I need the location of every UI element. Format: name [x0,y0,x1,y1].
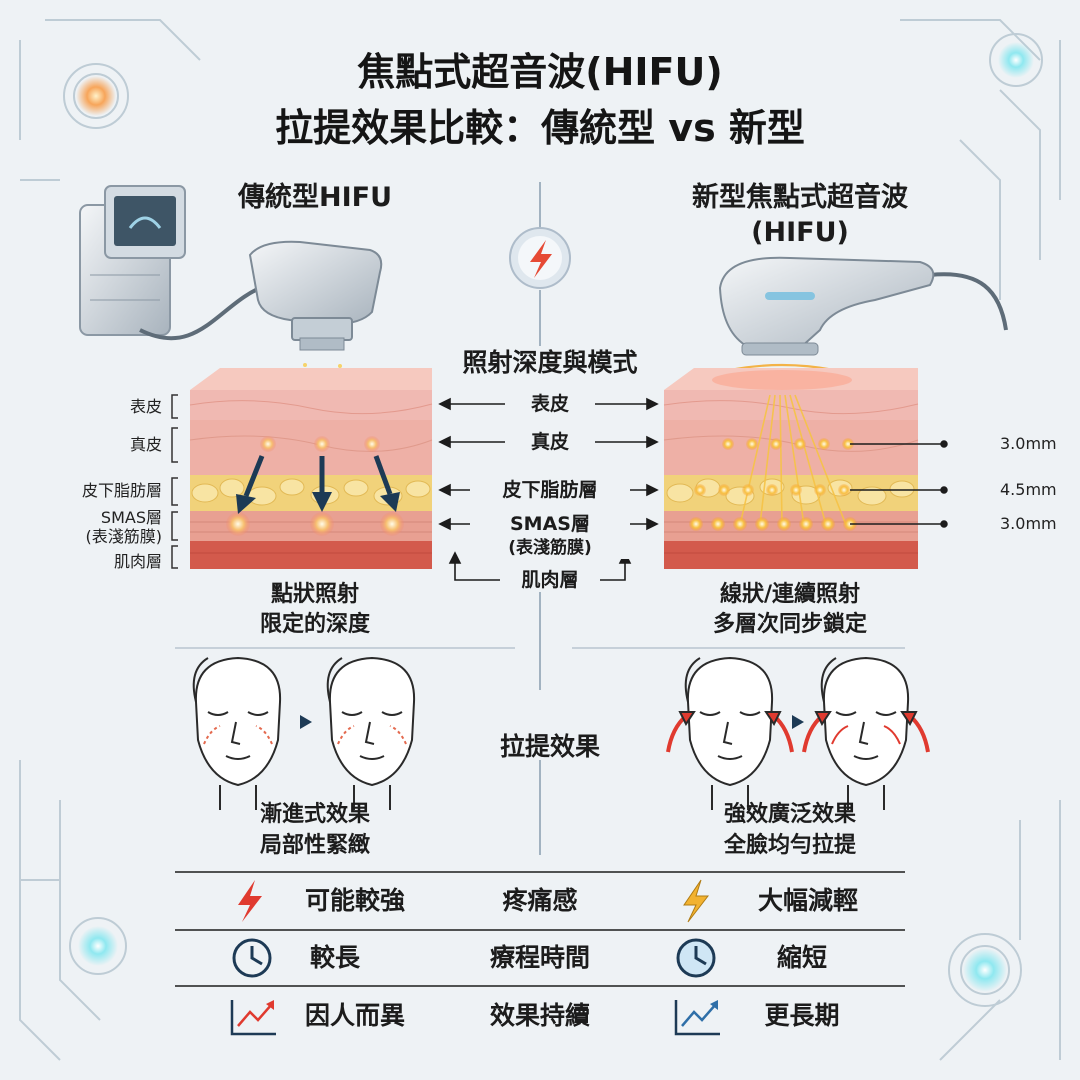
focal-point-fat [766,484,778,496]
center-layer-fat: 皮下脂肪層 [470,479,630,501]
face-illustrations [192,656,930,810]
focal-point-fat [790,484,802,496]
focal-point-dermis [818,438,830,450]
center-layer-smas: SMAS層 [470,513,630,535]
clock-icon [676,938,716,978]
focal-point-dermis [794,438,806,450]
focal-point-smas [821,517,835,531]
page-subtitle: 拉提效果比較：傳統型 vs 新型 [275,106,805,150]
depth-label: 4.5mm [1000,480,1057,499]
new-heading-sub: (HIFU) [751,217,849,248]
focal-point-fat [718,484,730,496]
focal-point-dermis [842,438,854,450]
table-lines [175,871,905,987]
new-skin-block [663,368,919,569]
focal-point-dermis [770,438,782,450]
layer-label-smas-sub: (表淺筋膜) [85,527,163,546]
cyan-glow-icon [998,42,1034,78]
focal-point-fat [814,484,826,496]
pain-label: 疼痛感 [502,886,578,915]
traditional-device-illustration [79,185,383,351]
pain-new: 大幅減輕 [757,886,858,915]
center-layer-muscle: 肌肉層 [500,569,600,591]
traditional-effect-2: 局部性緊緻 [259,833,370,858]
trend-up-icon [674,1000,720,1036]
lightning-bolt-icon [683,879,710,923]
new-mode-caption-2: 多層次同步鎖定 [712,612,867,637]
lightning-emblem-icon [509,227,571,289]
time-traditional: 較長 [309,943,360,972]
traditional-effect: 漸進式效果 [259,802,370,827]
cyan-glow-icon [963,948,1007,992]
new-focal-points [689,438,857,531]
focal-point-smas [733,517,747,531]
focal-point-smas [777,517,791,531]
duration-label: 效果持續 [489,1001,590,1030]
page-title: 焦點式超音波(HIFU) [357,50,723,94]
focal-point-smas [689,517,703,531]
layer-label-smas: SMAS層 [100,508,162,527]
depth-leader-lines [850,440,948,528]
face-icon [192,656,282,810]
layer-label-fat: 皮下脂肪層 [81,481,162,500]
face-icon [820,656,910,810]
layer-brackets [171,394,178,569]
new-effect: 強效廣泛效果 [723,802,856,827]
clock-icon [232,938,272,978]
section-title-lift: 拉提效果 [499,732,600,761]
depth-label: 3.0mm [1000,514,1057,533]
focal-point-smas [799,517,813,531]
center-layer-smas-sub: (表淺筋膜) [470,537,630,559]
traditional-skin-block [189,368,433,569]
focal-point-fat [694,484,706,496]
traditional-depth-arrows [236,455,400,514]
energy-beam [784,394,805,526]
traditional-heading: 傳統型HIFU [237,182,392,213]
lightning-bolt-icon [238,880,262,922]
duration-traditional: 因人而異 [304,1001,405,1030]
lift-arrows [666,711,930,753]
face-transition-arrows [300,715,804,729]
time-new: 縮短 [776,943,827,972]
pain-traditional: 可能較強 [304,886,405,915]
circuit-decoration [19,19,1061,1061]
focal-point-fat [838,484,850,496]
new-device-illustration [718,256,1008,356]
new-mode-caption: 線狀/連續照射 [719,582,861,607]
section-title-mode: 照射深度與模式 [462,348,638,377]
layer-label-dermis: 真皮 [129,435,162,454]
energy-beam [779,394,783,526]
traditional-focal-points [226,436,404,536]
layer-label-muscle: 肌肉層 [113,552,162,571]
new-energy-beams [739,394,847,526]
focal-point-smas [711,517,725,531]
new-effect-2: 全臉均勻拉提 [723,833,856,858]
energy-beam [789,394,827,526]
traditional-mode-caption: 點狀照射 [270,582,359,607]
traditional-mode-caption-2: 限定的深度 [259,612,370,637]
depth-label: 3.0mm [1000,434,1057,453]
duration-new: 更長期 [764,1001,840,1030]
time-label: 療程時間 [489,943,590,972]
layer-label-epidermis: 表皮 [129,397,162,416]
cyan-glow-icon [78,926,118,966]
face-icon [326,656,416,810]
energy-beam [794,394,847,526]
energy-beam [739,394,771,526]
trend-up-icon [230,1000,276,1036]
focal-point-dermis [722,438,734,450]
energy-beam [759,394,776,526]
focal-point-dermis [746,438,758,450]
orange-glow-icon [76,76,116,116]
center-layer-epidermis: 表皮 [505,393,595,415]
focal-point-smas [755,517,769,531]
focal-point-fat [742,484,754,496]
new-heading: 新型焦點式超音波 [692,182,908,213]
center-layer-dermis: 真皮 [505,431,595,453]
face-icon [684,656,774,810]
